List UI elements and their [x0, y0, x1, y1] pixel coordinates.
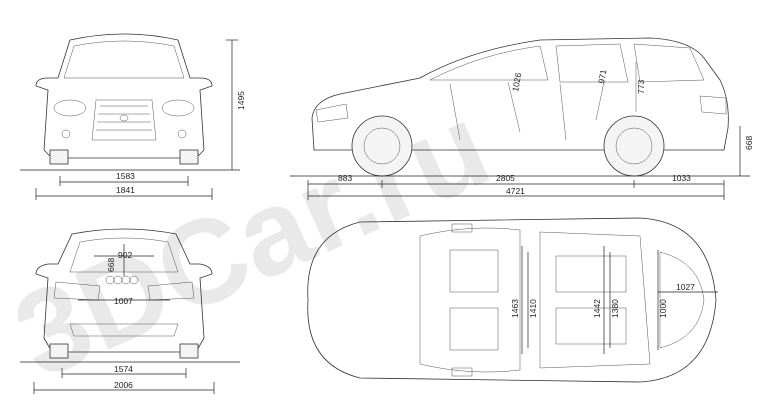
- front-overhang-label: 883: [338, 173, 352, 183]
- front-width-label: 1841: [116, 185, 135, 195]
- rear-seat-height-label: 773: [636, 80, 646, 94]
- front-view: [35, 33, 213, 165]
- front-dimensions: 1583 1841 1495: [20, 39, 246, 200]
- height-label: 1495: [236, 91, 246, 110]
- cargo-length-label: 1027: [676, 282, 695, 292]
- side-dimensions: 883 2805 1033 4721 668: [290, 126, 754, 200]
- rear-headroom-label: 971: [596, 68, 608, 84]
- front-elbow-label: 1410: [528, 299, 538, 318]
- cargo-opening-height-label: 668: [106, 258, 116, 272]
- rear-shoulder-label: 1442: [592, 299, 602, 318]
- ground-clearance-label: 668: [744, 136, 754, 150]
- rear-width-label: 2006: [114, 380, 133, 390]
- rear-dimensions: 1574 2006: [20, 361, 240, 394]
- top-view: 1463 1410 1442 1380 1000 1027: [307, 217, 718, 383]
- watermark: 3DCar.ru: [0, 78, 508, 404]
- side-view: 1026 971 773: [311, 37, 729, 177]
- rear-track-label: 1574: [114, 364, 133, 374]
- rear-overhang-label: 1033: [672, 173, 691, 183]
- rear-elbow-label: 1380: [610, 299, 620, 318]
- cargo-floor-width-label: 1007: [114, 296, 133, 306]
- front-headroom-label: 1026: [510, 72, 523, 93]
- cargo-opening-width-label: 902: [118, 250, 132, 260]
- wheelbase-label: 2805: [496, 173, 515, 183]
- front-track-label: 1583: [116, 171, 135, 181]
- length-label: 4721: [506, 186, 525, 196]
- watermark-text: 3DCar.ru: [0, 78, 508, 404]
- cargo-width-label: 1000: [658, 299, 668, 318]
- rear-view: 902 668 1007: [35, 228, 213, 359]
- front-shoulder-label: 1463: [510, 299, 520, 318]
